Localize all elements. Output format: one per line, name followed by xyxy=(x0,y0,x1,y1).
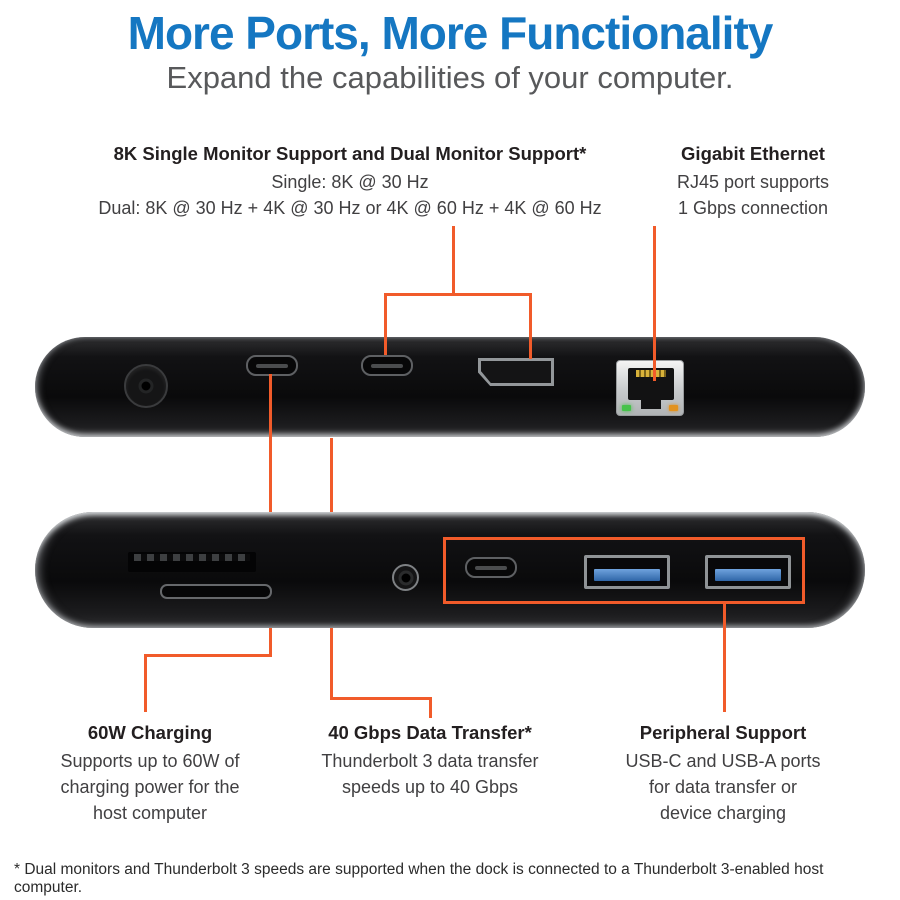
usb-c-tongue xyxy=(475,565,507,570)
data-transfer-callout-elbow-line xyxy=(330,697,432,700)
charging-callout-elbow-line xyxy=(144,654,272,657)
charging-callout-drop-line xyxy=(144,654,147,712)
callout-peripheral-support: Peripheral Support USB-C and USB-A ports… xyxy=(603,720,843,826)
callout-ethernet-line-1: RJ45 port supports xyxy=(676,172,830,192)
sd-card-slot xyxy=(128,552,256,572)
usb-c-port-front xyxy=(465,557,517,578)
dock-front-view xyxy=(35,512,865,628)
callout-data-transfer-heading: 40 Gbps Data Transfer* xyxy=(328,722,532,743)
peripheral-ports-highlight-box xyxy=(443,537,805,604)
monitor-callout-drop-dp-line xyxy=(529,293,532,359)
rj45-opening xyxy=(628,368,674,400)
callout-peripheral-line-3: device charging xyxy=(659,803,787,823)
audio-jack-hole xyxy=(401,573,410,582)
callout-data-transfer-line-1: Thunderbolt 3 data transfer xyxy=(321,751,539,771)
callout-gigabit-ethernet: Gigabit Ethernet RJ45 port supports 1 Gb… xyxy=(653,141,853,221)
callout-monitor-heading: 8K Single Monitor Support and Dual Monit… xyxy=(113,143,587,164)
microsd-card-slot xyxy=(160,584,272,599)
monitor-callout-drop-usbc-line xyxy=(384,293,387,355)
usb-c-tongue xyxy=(371,363,403,368)
ethernet-led-amber xyxy=(669,405,678,411)
usb-a-port-2 xyxy=(705,555,791,589)
callout-monitor-line-2: Dual: 8K @ 30 Hz + 4K @ 30 Hz or 4K @ 60… xyxy=(98,198,602,218)
callout-monitor-line-1: Single: 8K @ 30 Hz xyxy=(271,172,429,192)
data-transfer-callout-drop-line xyxy=(429,697,432,718)
callout-ethernet-line-2: 1 Gbps connection xyxy=(677,198,829,218)
footnote: * Dual monitors and Thunderbolt 3 speeds… xyxy=(14,861,824,896)
callout-monitor-support: 8K Single Monitor Support and Dual Monit… xyxy=(60,141,640,221)
callout-60w-charging: 60W Charging Supports up to 60W of charg… xyxy=(35,720,265,826)
dc-power-port xyxy=(124,364,168,408)
dock-back-view xyxy=(35,337,865,437)
callout-peripheral-line-2: for data transfer or xyxy=(648,777,798,797)
usb-c-thunderbolt-port-2 xyxy=(361,355,413,376)
callout-peripheral-heading: Peripheral Support xyxy=(639,722,807,743)
page-subtitle: Expand the capabilities of your computer… xyxy=(166,60,734,95)
dc-power-pin-hole xyxy=(138,378,154,394)
callout-peripheral-line-1: USB-C and USB-A ports xyxy=(625,751,821,771)
audio-jack-3-5mm xyxy=(392,564,419,591)
displayport-opening xyxy=(481,361,551,383)
usb-a-blue-tongue xyxy=(594,569,660,581)
sd-card-contacts xyxy=(134,554,250,561)
usb-c-tongue xyxy=(256,363,288,368)
callout-charging-line-3: host computer xyxy=(92,803,208,823)
ethernet-led-green xyxy=(622,405,631,411)
callout-charging-line-2: charging power for the xyxy=(60,777,240,797)
callout-charging-line-1: Supports up to 60W of xyxy=(60,751,240,771)
callout-ethernet-heading: Gigabit Ethernet xyxy=(681,143,825,164)
peripheral-callout-line xyxy=(723,604,726,712)
displayport-port xyxy=(478,358,554,386)
rj45-ethernet-port xyxy=(616,360,684,416)
monitor-callout-bracket-line xyxy=(384,293,532,296)
callout-40gbps-data-transfer: 40 Gbps Data Transfer* Thunderbolt 3 dat… xyxy=(305,720,555,800)
usb-a-port-1 xyxy=(584,555,670,589)
usb-c-thunderbolt-port-1 xyxy=(246,355,298,376)
page-title: More Ports, More Functionality xyxy=(127,7,774,59)
callout-data-transfer-line-2: speeds up to 40 Gbps xyxy=(341,777,519,797)
usb-a-blue-tongue xyxy=(715,569,781,581)
monitor-callout-riser-line xyxy=(452,226,455,296)
callout-charging-heading: 60W Charging xyxy=(87,722,213,743)
rj45-clip-notch xyxy=(641,400,661,409)
rj45-pins xyxy=(636,370,666,377)
ethernet-callout-line xyxy=(653,226,656,381)
